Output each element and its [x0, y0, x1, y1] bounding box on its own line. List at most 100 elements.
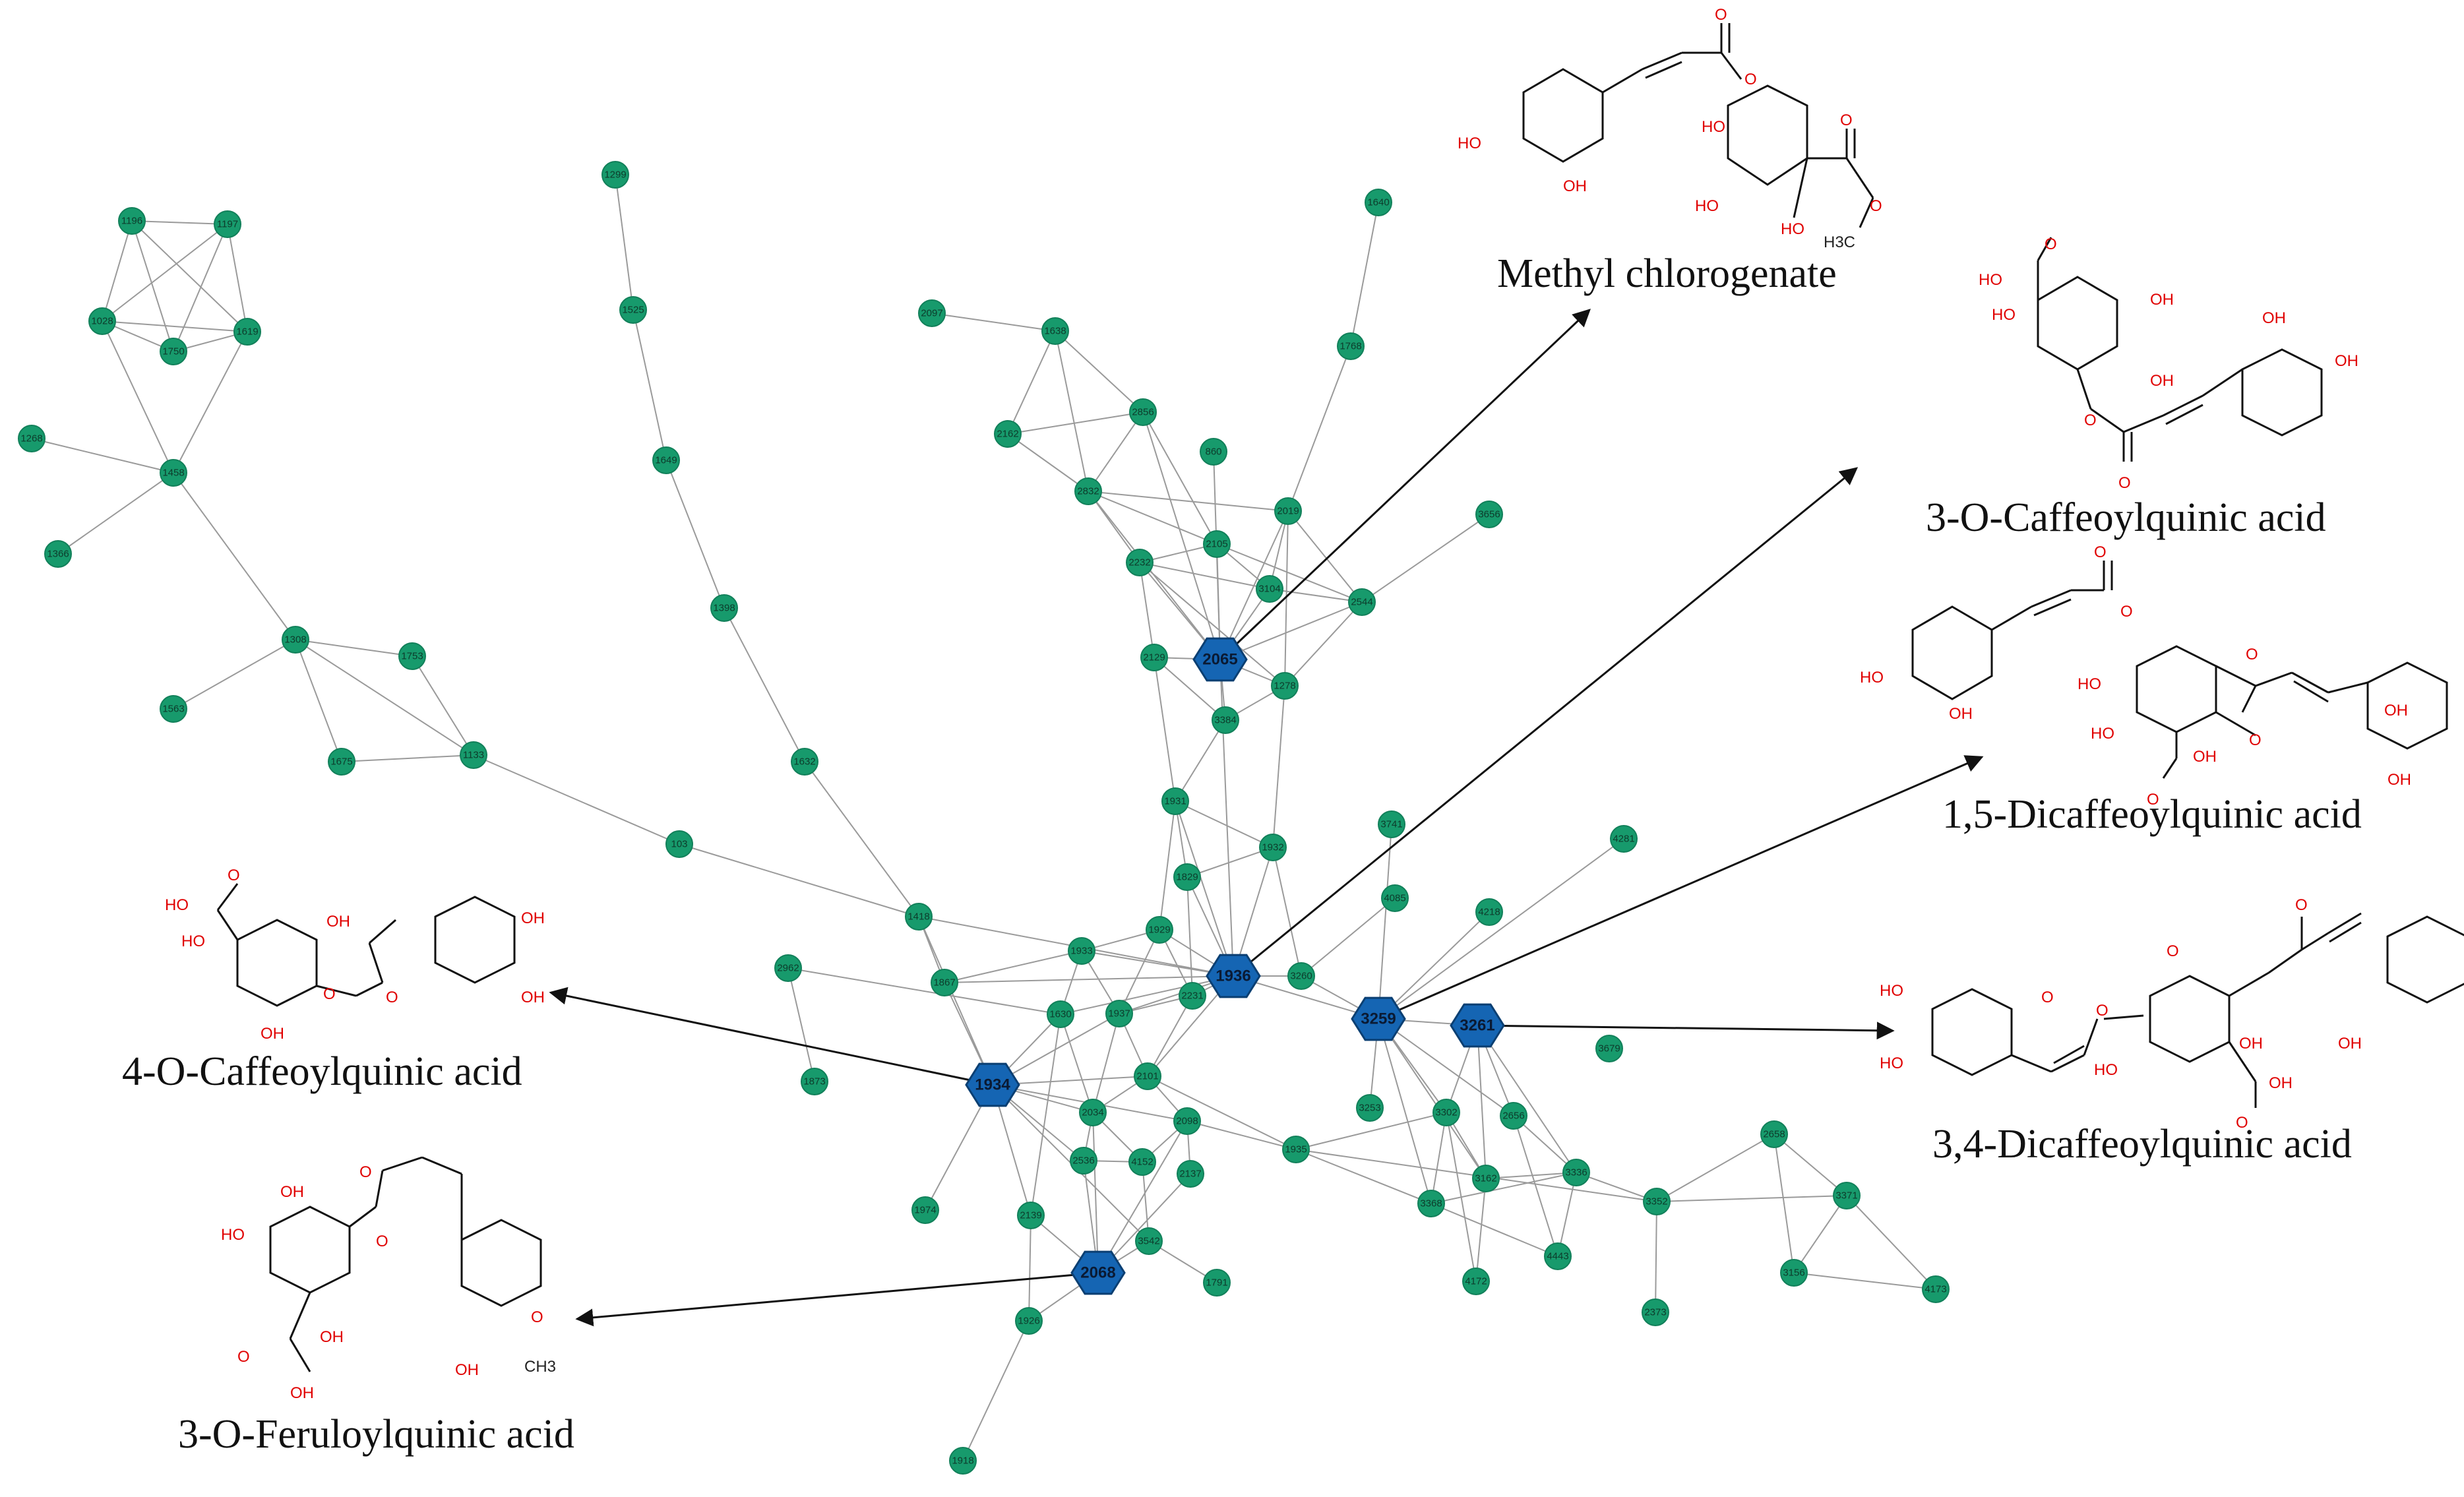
network-edge: [1295, 1112, 1447, 1150]
network-edge: [1055, 330, 1089, 492]
network-edge: [102, 321, 174, 474]
hub-hexagon: [1450, 1003, 1505, 1048]
network-edge: [1119, 929, 1160, 1014]
node-label: 4172: [1465, 1276, 1487, 1287]
node-label: 1632: [793, 756, 815, 768]
node-circle: [1432, 1099, 1460, 1126]
network-edge: [1186, 876, 1193, 996]
network-node: 1753: [398, 642, 426, 670]
hub-node: 1934: [965, 1062, 1020, 1107]
network-edge: [1175, 801, 1274, 848]
node-label: 3302: [1435, 1107, 1457, 1118]
node-label: 4281: [1613, 834, 1634, 845]
network-node: 2129: [1140, 644, 1168, 671]
network-edge: [1295, 1149, 1432, 1204]
node-label: 4085: [1384, 893, 1405, 904]
node-circle: [1378, 810, 1405, 838]
node-label: 1867: [933, 977, 955, 989]
atom-oh: OH: [2150, 372, 2174, 390]
node-label: 2129: [1143, 652, 1165, 663]
network-edge: [665, 460, 725, 609]
network-edge: [787, 967, 815, 1082]
node-circle: [905, 903, 933, 931]
network-node: 1563: [160, 695, 187, 723]
node-circle: [1475, 501, 1503, 528]
node-circle: [1643, 1188, 1671, 1215]
node-circle: [160, 695, 187, 723]
atom-oh: OH: [2338, 1035, 2362, 1053]
network-node: 860: [1200, 438, 1227, 466]
node-label: 4218: [1478, 907, 1500, 918]
node-label: 2101: [1136, 1071, 1158, 1082]
atom-oh: OH: [261, 1025, 284, 1043]
network-node: 103: [665, 830, 693, 858]
network-node: 1299: [601, 161, 629, 189]
node-label: 2162: [997, 429, 1018, 440]
node-circle: [1365, 189, 1392, 216]
node-label: 2097: [921, 308, 942, 319]
hub-label: 2065: [1202, 651, 1237, 669]
node-label: 1931: [1164, 796, 1186, 807]
network-node: 2105: [1203, 530, 1231, 558]
network-edge: [1219, 601, 1363, 660]
hub-label: 3259: [1361, 1010, 1396, 1028]
structure-methyl-chlorogenate: HO OH O O HO HO HO O O H3C: [1458, 6, 1882, 251]
network-node: 2962: [774, 954, 802, 982]
compound-name-3-o-caffeoylquinic-acid: 3-O-Caffeoylquinic acid: [1926, 495, 2326, 540]
node-label: 3336: [1565, 1167, 1587, 1178]
node-circle: [1462, 1268, 1490, 1295]
atom-o: O: [2249, 731, 2262, 749]
node-label: 1638: [1044, 326, 1066, 337]
atom-oh: OH: [1563, 177, 1587, 195]
node-label: 2656: [1502, 1111, 1524, 1122]
node-circle: [1135, 1227, 1163, 1255]
node-circle: [1500, 1102, 1527, 1130]
node-circle: [1922, 1275, 1950, 1303]
network-node: 2856: [1129, 398, 1157, 426]
network-node: 2034: [1079, 1099, 1107, 1126]
node-label: 3260: [1290, 971, 1312, 982]
node-circle: [1212, 706, 1239, 734]
network-edge: [1793, 1195, 1847, 1273]
node-circle: [88, 307, 116, 335]
node-label: 3741: [1380, 819, 1402, 830]
network-edge: [724, 607, 805, 762]
hub-hexagon: [1070, 1250, 1126, 1295]
network-edge: [102, 224, 228, 322]
atom-o: O: [386, 989, 398, 1006]
node-circle: [1041, 317, 1069, 345]
network-edge: [1159, 801, 1176, 931]
node-circle: [1126, 549, 1154, 576]
network-edge: [1142, 412, 1217, 545]
network-node: 3104: [1256, 575, 1283, 603]
network-edge: [931, 313, 1056, 332]
atom-oh: OH: [326, 913, 350, 931]
network-node: 1630: [1047, 1000, 1074, 1028]
node-label: 1418: [908, 911, 929, 923]
node-label: 860: [1205, 446, 1221, 458]
node-label: 3679: [1598, 1043, 1620, 1054]
compound-name-1-5-dicaffeoylquinic-acid: 1,5-Dicaffeoylquinic acid: [1942, 792, 2362, 837]
network-node: 1791: [1203, 1269, 1231, 1297]
network-node: 1750: [160, 338, 187, 365]
network-node: 3336: [1562, 1159, 1590, 1186]
node-label: 1028: [91, 316, 113, 327]
structure-1-5-dicaffeoylquinic-acid: HO OH O O HO HO O O O OH OH OH: [1860, 543, 2448, 809]
network-edge: [1272, 685, 1285, 848]
node-label: 3656: [1478, 509, 1500, 520]
atom-o: O: [2167, 942, 2179, 960]
network-edge: [1378, 1018, 1514, 1116]
network-edge: [1378, 1018, 1432, 1204]
atom-ho: HO: [181, 932, 205, 950]
network-edge: [1793, 1272, 1936, 1290]
node-circle: [1595, 1035, 1623, 1062]
atom-o: O: [2084, 412, 2097, 429]
atom-ho: HO: [1695, 197, 1719, 215]
atom-o: O: [2045, 235, 2057, 253]
network-edge: [295, 639, 342, 762]
atom-oh: OH: [521, 989, 545, 1006]
node-label: 2139: [1020, 1210, 1041, 1221]
node-label: 1268: [20, 433, 42, 444]
node-circle: [1544, 1242, 1572, 1270]
atom-ho: HO: [2078, 675, 2101, 693]
